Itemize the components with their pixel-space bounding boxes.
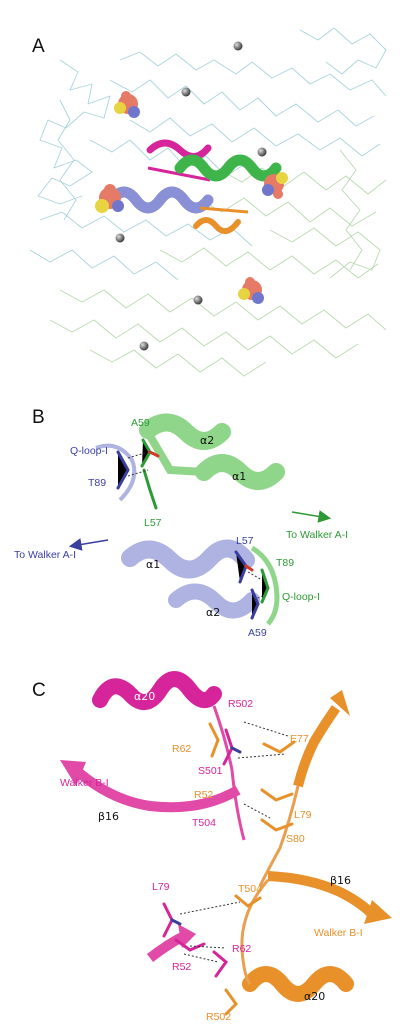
label-a59-green: A59 [131, 417, 150, 429]
ion-spheres [115, 41, 267, 351]
label-qloop-green: Q-loop-I [282, 591, 320, 603]
label-t504-magenta: T504 [192, 817, 216, 829]
label-r502-magenta: R502 [228, 698, 253, 710]
arrow-right-icon [291, 510, 332, 523]
sphere-icon [257, 147, 267, 157]
helix-blue [106, 186, 214, 214]
panel-a-letter: A [32, 36, 45, 57]
label-l57-blue: L57 [236, 535, 254, 547]
hbonds-lower [179, 901, 241, 963]
strand-magenta-beta16 [60, 705, 246, 841]
label-r62-magenta: R62 [232, 943, 251, 955]
label-walker-b-orange: Walker B-I [314, 927, 363, 939]
panel-a: A [29, 27, 387, 377]
sphere-icon [233, 41, 243, 51]
ligand-3 [95, 184, 124, 213]
label-e77-orange: E77 [290, 733, 309, 745]
arrow-left-icon [68, 538, 109, 551]
sticks-bottom [234, 550, 270, 620]
helix-blue-bottom [121, 539, 260, 619]
label-r502-orange: R502 [206, 1011, 231, 1023]
ligand-4 [238, 277, 264, 304]
label-beta16-magenta: β16 [98, 810, 119, 823]
helix-orange-alpha20 [242, 966, 354, 1002]
label-r52-magenta: R52 [172, 961, 191, 973]
sphere-icon [115, 233, 125, 243]
label-alpha20-orange: α20 [304, 990, 325, 1003]
label-s80-orange: S80 [286, 833, 305, 845]
strand-orange-beta16 [267, 871, 392, 924]
sphere-icon [139, 341, 149, 351]
strand-magenta-lower [146, 924, 196, 962]
label-alpha2-blue: α2 [206, 606, 220, 619]
sphere-icon [193, 295, 203, 305]
ligand-2 [262, 172, 288, 199]
label-l57-green: L57 [144, 517, 162, 529]
ligand-spheres [95, 91, 288, 304]
panel-b-letter: B [32, 407, 45, 428]
label-walker-b-magenta: Walker B-I [60, 777, 109, 789]
label-s501-magenta: S501 [198, 765, 223, 777]
backbone-trace [29, 27, 387, 377]
label-alpha1-blue: α1 [146, 558, 160, 571]
label-r52-orange: R52 [194, 789, 213, 801]
hbonds-upper [237, 721, 289, 819]
coil-orange-lower [240, 879, 270, 985]
label-qloop-blue: Q-loop-I [70, 445, 108, 457]
qloop-green-bottom [250, 545, 280, 626]
label-to-walker-blue: To Walker A-I [14, 549, 76, 561]
helix-green [174, 154, 282, 182]
helix-orange [193, 206, 249, 235]
sphere-icon [181, 87, 191, 97]
helix-magenta-alpha20 [92, 671, 222, 710]
ligand-1 [114, 91, 140, 118]
label-l79-magenta: L79 [152, 881, 170, 893]
label-alpha1-green: α1 [232, 470, 246, 483]
label-alpha2-green: α2 [200, 434, 214, 447]
label-l79-orange: L79 [294, 809, 312, 821]
label-alpha20-magenta: α20 [134, 690, 155, 703]
label-t504-orange: T504 [238, 883, 262, 895]
panel-b: B [14, 407, 348, 639]
label-t89-blue: T89 [88, 477, 106, 489]
panel-c: C [32, 671, 392, 1023]
hbonds-bottom [247, 571, 263, 601]
label-a59-blue: A59 [248, 627, 267, 639]
label-beta16-orange: β16 [330, 874, 351, 887]
strand-orange-top [258, 690, 350, 887]
qloop-blue-top [95, 443, 137, 502]
label-r62-orange: R62 [172, 743, 191, 755]
hbonds-top [127, 451, 149, 477]
sticks-top [116, 438, 160, 510]
helix-green-top [139, 413, 285, 490]
label-t89-green: T89 [276, 557, 294, 569]
sticks-upper [208, 722, 296, 832]
panel-c-letter: C [32, 680, 46, 701]
helix-magenta [146, 139, 212, 182]
sticks-lower [162, 894, 262, 1016]
label-to-walker-green: To Walker A-I [286, 529, 348, 541]
